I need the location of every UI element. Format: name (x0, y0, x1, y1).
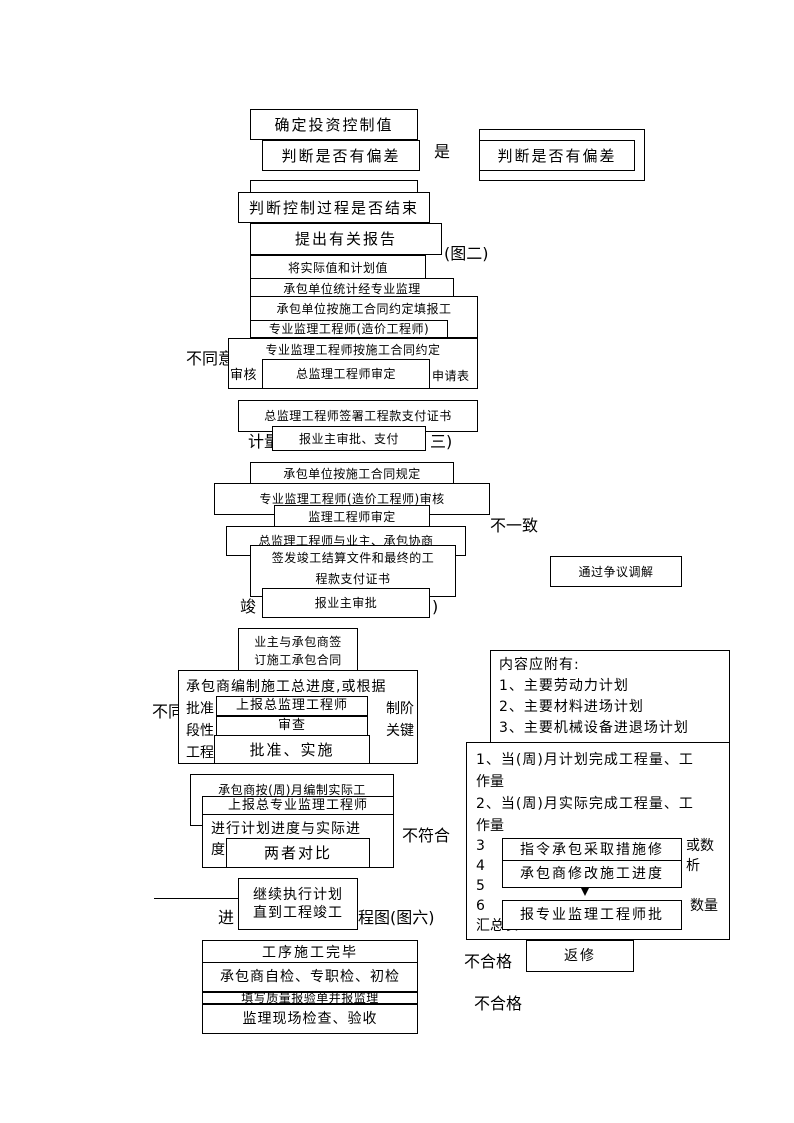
sign-contract-box: 业主与承包商签订施工承包合同 (238, 628, 358, 673)
rework-box: 返修 (526, 940, 634, 972)
review-left-text: 审核 (230, 368, 258, 383)
compare-line-2: 度 (211, 842, 226, 858)
schedule-line-1: 承包商编制施工总进度,或根据 (186, 679, 387, 695)
contractor-statistics-box: 承包单位统计经专业监理 (250, 278, 454, 300)
report-specialist-box: 报专业监理工程师批 (502, 900, 682, 930)
disagree-label: 不一致 (490, 516, 539, 535)
specialist-engineer-box: 专业监理工程师(造价工程师) (250, 320, 448, 338)
progress-item-6-end: 数量 (690, 898, 718, 914)
progress-item-4-start: 4 (476, 858, 485, 874)
self-inspection-box: 承包商自检、专职检、初检 (202, 962, 418, 992)
deviation-check-box: 判断是否有偏差 (262, 140, 420, 171)
deviation-check-box-right: 判断是否有偏差 (479, 140, 635, 171)
contents-title: 内容应附有: (499, 657, 580, 673)
set-investment-control-box: 确定投资控制值 (250, 109, 418, 140)
specialist-review-text: 专业监理工程师按施工合同约定 (265, 343, 441, 357)
progress-item-1: 1、当(周)月计划完成工程量、工 (476, 752, 694, 768)
contents-box: 内容应附有: 1、主要劳动力计划 2、主要材料进场计划 3、主要机械设备进退场计… (490, 650, 730, 750)
not-agree-label: 不同意 (186, 349, 235, 368)
figure-2-caption: (图二) (444, 244, 489, 263)
figure-6-caption-right: 程图(图六) (358, 908, 435, 927)
figure-6-caption-left: 进 (218, 908, 235, 927)
arrow-down-icon (581, 888, 589, 896)
schedule-line-2-right: 制阶 (386, 701, 414, 717)
submit-specialist-box: 上报总专业监理工程师 (202, 796, 394, 816)
schedule-line-4-left: 工程 (186, 745, 214, 761)
figure-3-caption-right: 三) (430, 432, 453, 451)
contents-item-3: 3、主要机械设备进退场计划 (499, 720, 689, 736)
schedule-line-3-right: 关键 (386, 723, 414, 739)
owner-approve-box: 报业主审批 (262, 588, 430, 618)
engineer-approval-box: 监理工程师审定 (274, 505, 430, 529)
contents-item-2: 2、主要材料进场计划 (499, 699, 644, 715)
compare-both-box: 两者对比 (226, 838, 370, 868)
connector-line (154, 898, 238, 899)
schedule-line-2-left: 批准 (186, 701, 214, 717)
figure-4-caption-left: 竣 (240, 597, 257, 616)
not-agree-label-2: 不同 (152, 702, 185, 721)
continue-plan-box: 继续执行计划直到工程竣工 (238, 878, 358, 930)
report-box: 提出有关报告 (250, 223, 442, 255)
review-box: 审查 (216, 716, 368, 736)
figure-4-caption-right: ) (432, 597, 439, 616)
progress-item-3-end: 或数 (686, 838, 714, 854)
yes-label: 是 (434, 142, 451, 161)
fail-label-1: 不合格 (464, 952, 513, 971)
schedule-line-3-left: 段性 (186, 723, 214, 739)
progress-item-5-start: 5 (476, 878, 485, 894)
contractor-per-contract-box: 承包单位按施工合同规定 (250, 462, 454, 486)
progress-item-4-end: 析 (686, 858, 700, 874)
progress-item-2-cont: 作量 (476, 818, 504, 834)
progress-item-3-start: 3 (476, 838, 485, 854)
approve-implement-box: 批准、实施 (214, 735, 370, 764)
owner-approval-pay-box: 报业主审批、支付 (272, 426, 426, 451)
compare-line-1: 进行计划进度与实际进 (211, 821, 361, 837)
quality-report-box: 填写质量报验单并报监理 (202, 992, 418, 1004)
chief-approval-box: 总监理工程师审定 (262, 359, 430, 389)
revise-schedule-box: 承包商修改施工进度 (502, 860, 682, 888)
contractor-apply-text: 承包单位按施工合同约定填报工 (276, 302, 452, 316)
fail-label-2: 不合格 (474, 994, 523, 1013)
contents-item-1: 1、主要劳动力计划 (499, 678, 629, 694)
instruct-measures-box: 指令承包采取措施修 (502, 838, 682, 862)
submit-chief-box: 上报总监理工程师 (216, 696, 368, 716)
nonconform-label: 不符合 (402, 826, 451, 845)
site-inspection-box: 监理现场检查、验收 (202, 1004, 418, 1034)
progress-item-1-cont: 作量 (476, 774, 504, 790)
mediation-box: 通过争议调解 (550, 556, 682, 587)
progress-item-6-start: 6 (476, 898, 485, 914)
progress-item-2: 2、当(周)月实际完成工程量、工 (476, 796, 694, 812)
control-end-check-box: 判断控制过程是否结束 (238, 192, 430, 223)
application-form-text: 申请表 (432, 369, 470, 383)
